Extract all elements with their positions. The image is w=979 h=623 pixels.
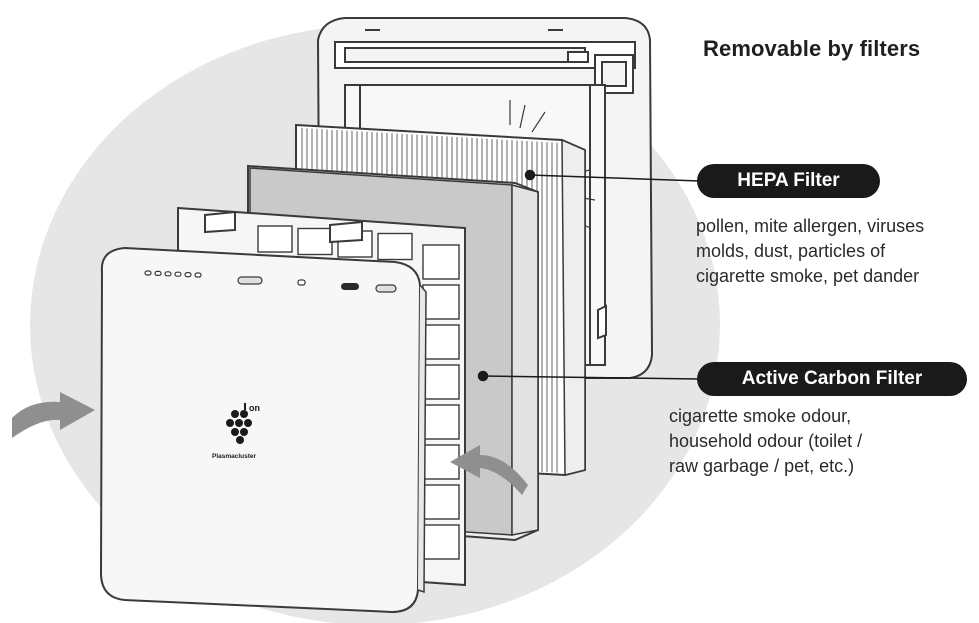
carbon-desc-line: raw garbage / pet, etc.) xyxy=(669,456,855,476)
hepa-desc-line: molds, dust, particles of xyxy=(696,241,886,261)
brand-label: Plasmacluster xyxy=(212,453,257,460)
ion-label: on xyxy=(249,403,260,413)
hepa-leader-line xyxy=(529,174,701,182)
hepa-desc-line: cigarette smoke, pet dander xyxy=(696,266,920,286)
hepa-filter-label: HEPA Filter xyxy=(697,164,880,198)
hepa-desc-line: pollen, mite allergen, viruses xyxy=(696,216,925,236)
carbon-filter-label: Active Carbon Filter xyxy=(697,362,967,396)
carbon-desc-line: household odour (toilet / xyxy=(669,431,863,451)
plasmacluster-logo-icon xyxy=(226,403,252,444)
carbon-desc-line: cigarette smoke odour, xyxy=(669,406,852,426)
carbon-leader-line xyxy=(482,375,701,380)
airflow-arrow-left-icon xyxy=(12,392,95,438)
hepa-filter-description: pollen, mite allergen, viruses molds, du… xyxy=(696,214,924,289)
carbon-filter-description: cigarette smoke odour, household odour (… xyxy=(669,404,862,479)
section-heading: Removable by filters xyxy=(703,36,921,61)
leader-lines xyxy=(477,169,701,382)
front-panel: on Plasmacluster xyxy=(99,246,427,614)
airflow-arrow-right-icon xyxy=(450,445,528,495)
